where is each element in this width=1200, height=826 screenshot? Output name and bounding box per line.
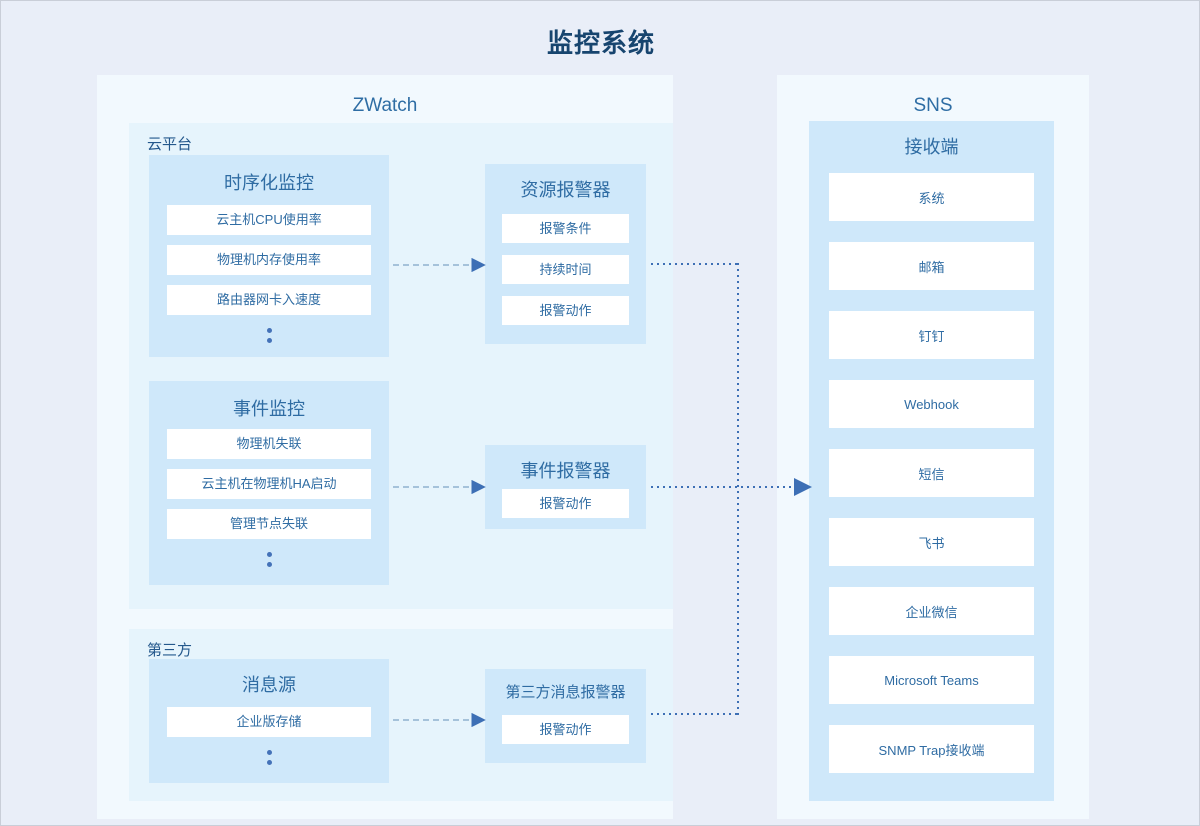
card-event-monitoring-title: 事件监控 xyxy=(233,399,305,419)
list-item[interactable]: 报警动作 xyxy=(502,715,629,744)
card-timeseries-monitoring-title: 时序化监控 xyxy=(224,173,314,193)
list-item[interactable]: Microsoft Teams xyxy=(829,656,1034,704)
group-third-party-label: 第三方 xyxy=(147,642,193,659)
card-third-party-message-alarmer-title: 第三方消息报警器 xyxy=(505,684,626,701)
card-event-alarmer-title: 事件报警器 xyxy=(520,461,611,481)
list-item[interactable]: 短信 xyxy=(829,449,1034,497)
list-item[interactable]: 云主机在物理机HA启动 xyxy=(167,469,371,499)
list-item[interactable]: 云主机CPU使用率 xyxy=(167,205,371,235)
group-cloud-platform-label: 云平台 xyxy=(147,136,193,153)
list-item[interactable]: 企业版存储 xyxy=(167,707,371,737)
list-item[interactable]: 管理节点失联 xyxy=(167,509,371,539)
zwatch-panel-title: ZWatch xyxy=(352,95,418,116)
sns-panel-title: SNS xyxy=(913,95,953,116)
card-message-source: 消息源 企业版存储 xyxy=(149,659,389,783)
ellipsis-dots xyxy=(149,547,389,567)
list-item[interactable]: 飞书 xyxy=(829,518,1034,566)
list-item[interactable]: 企业微信 xyxy=(829,587,1034,635)
card-sns-receivers: 接收端 系统 邮箱 钉钉 Webhook 短信 飞书 企业微信 Microsof… xyxy=(809,121,1054,801)
list-item[interactable]: 钉钉 xyxy=(829,311,1034,359)
card-event-alarmer: 事件报警器 报警动作 xyxy=(485,445,646,529)
ellipsis-dots xyxy=(149,745,389,765)
ellipsis-dots xyxy=(149,323,389,343)
list-item[interactable]: 邮箱 xyxy=(829,242,1034,290)
card-timeseries-monitoring: 时序化监控 云主机CPU使用率 物理机内存使用率 路由器网卡入速度 xyxy=(149,155,389,357)
list-item[interactable]: 路由器网卡入速度 xyxy=(167,285,371,315)
card-third-party-message-alarmer: 第三方消息报警器 报警动作 xyxy=(485,669,646,763)
list-item[interactable]: 报警动作 xyxy=(502,489,629,518)
card-resource-alarmer-title: 资源报警器 xyxy=(520,180,611,200)
list-item[interactable]: 物理机内存使用率 xyxy=(167,245,371,275)
list-item[interactable]: 物理机失联 xyxy=(167,429,371,459)
list-item[interactable]: 报警条件 xyxy=(502,214,629,243)
card-event-monitoring: 事件监控 物理机失联 云主机在物理机HA启动 管理节点失联 xyxy=(149,381,389,585)
card-message-source-title: 消息源 xyxy=(242,675,296,695)
list-item[interactable]: Webhook xyxy=(829,380,1034,428)
list-item[interactable]: 系统 xyxy=(829,173,1034,221)
card-resource-alarmer: 资源报警器 报警条件 持续时间 报警动作 xyxy=(485,164,646,344)
list-item[interactable]: SNMP Trap接收端 xyxy=(829,725,1034,773)
page-title: 监控系统 xyxy=(546,28,655,58)
card-sns-receivers-title: 接收端 xyxy=(904,137,959,157)
list-item[interactable]: 持续时间 xyxy=(502,255,629,284)
list-item[interactable]: 报警动作 xyxy=(502,296,629,325)
